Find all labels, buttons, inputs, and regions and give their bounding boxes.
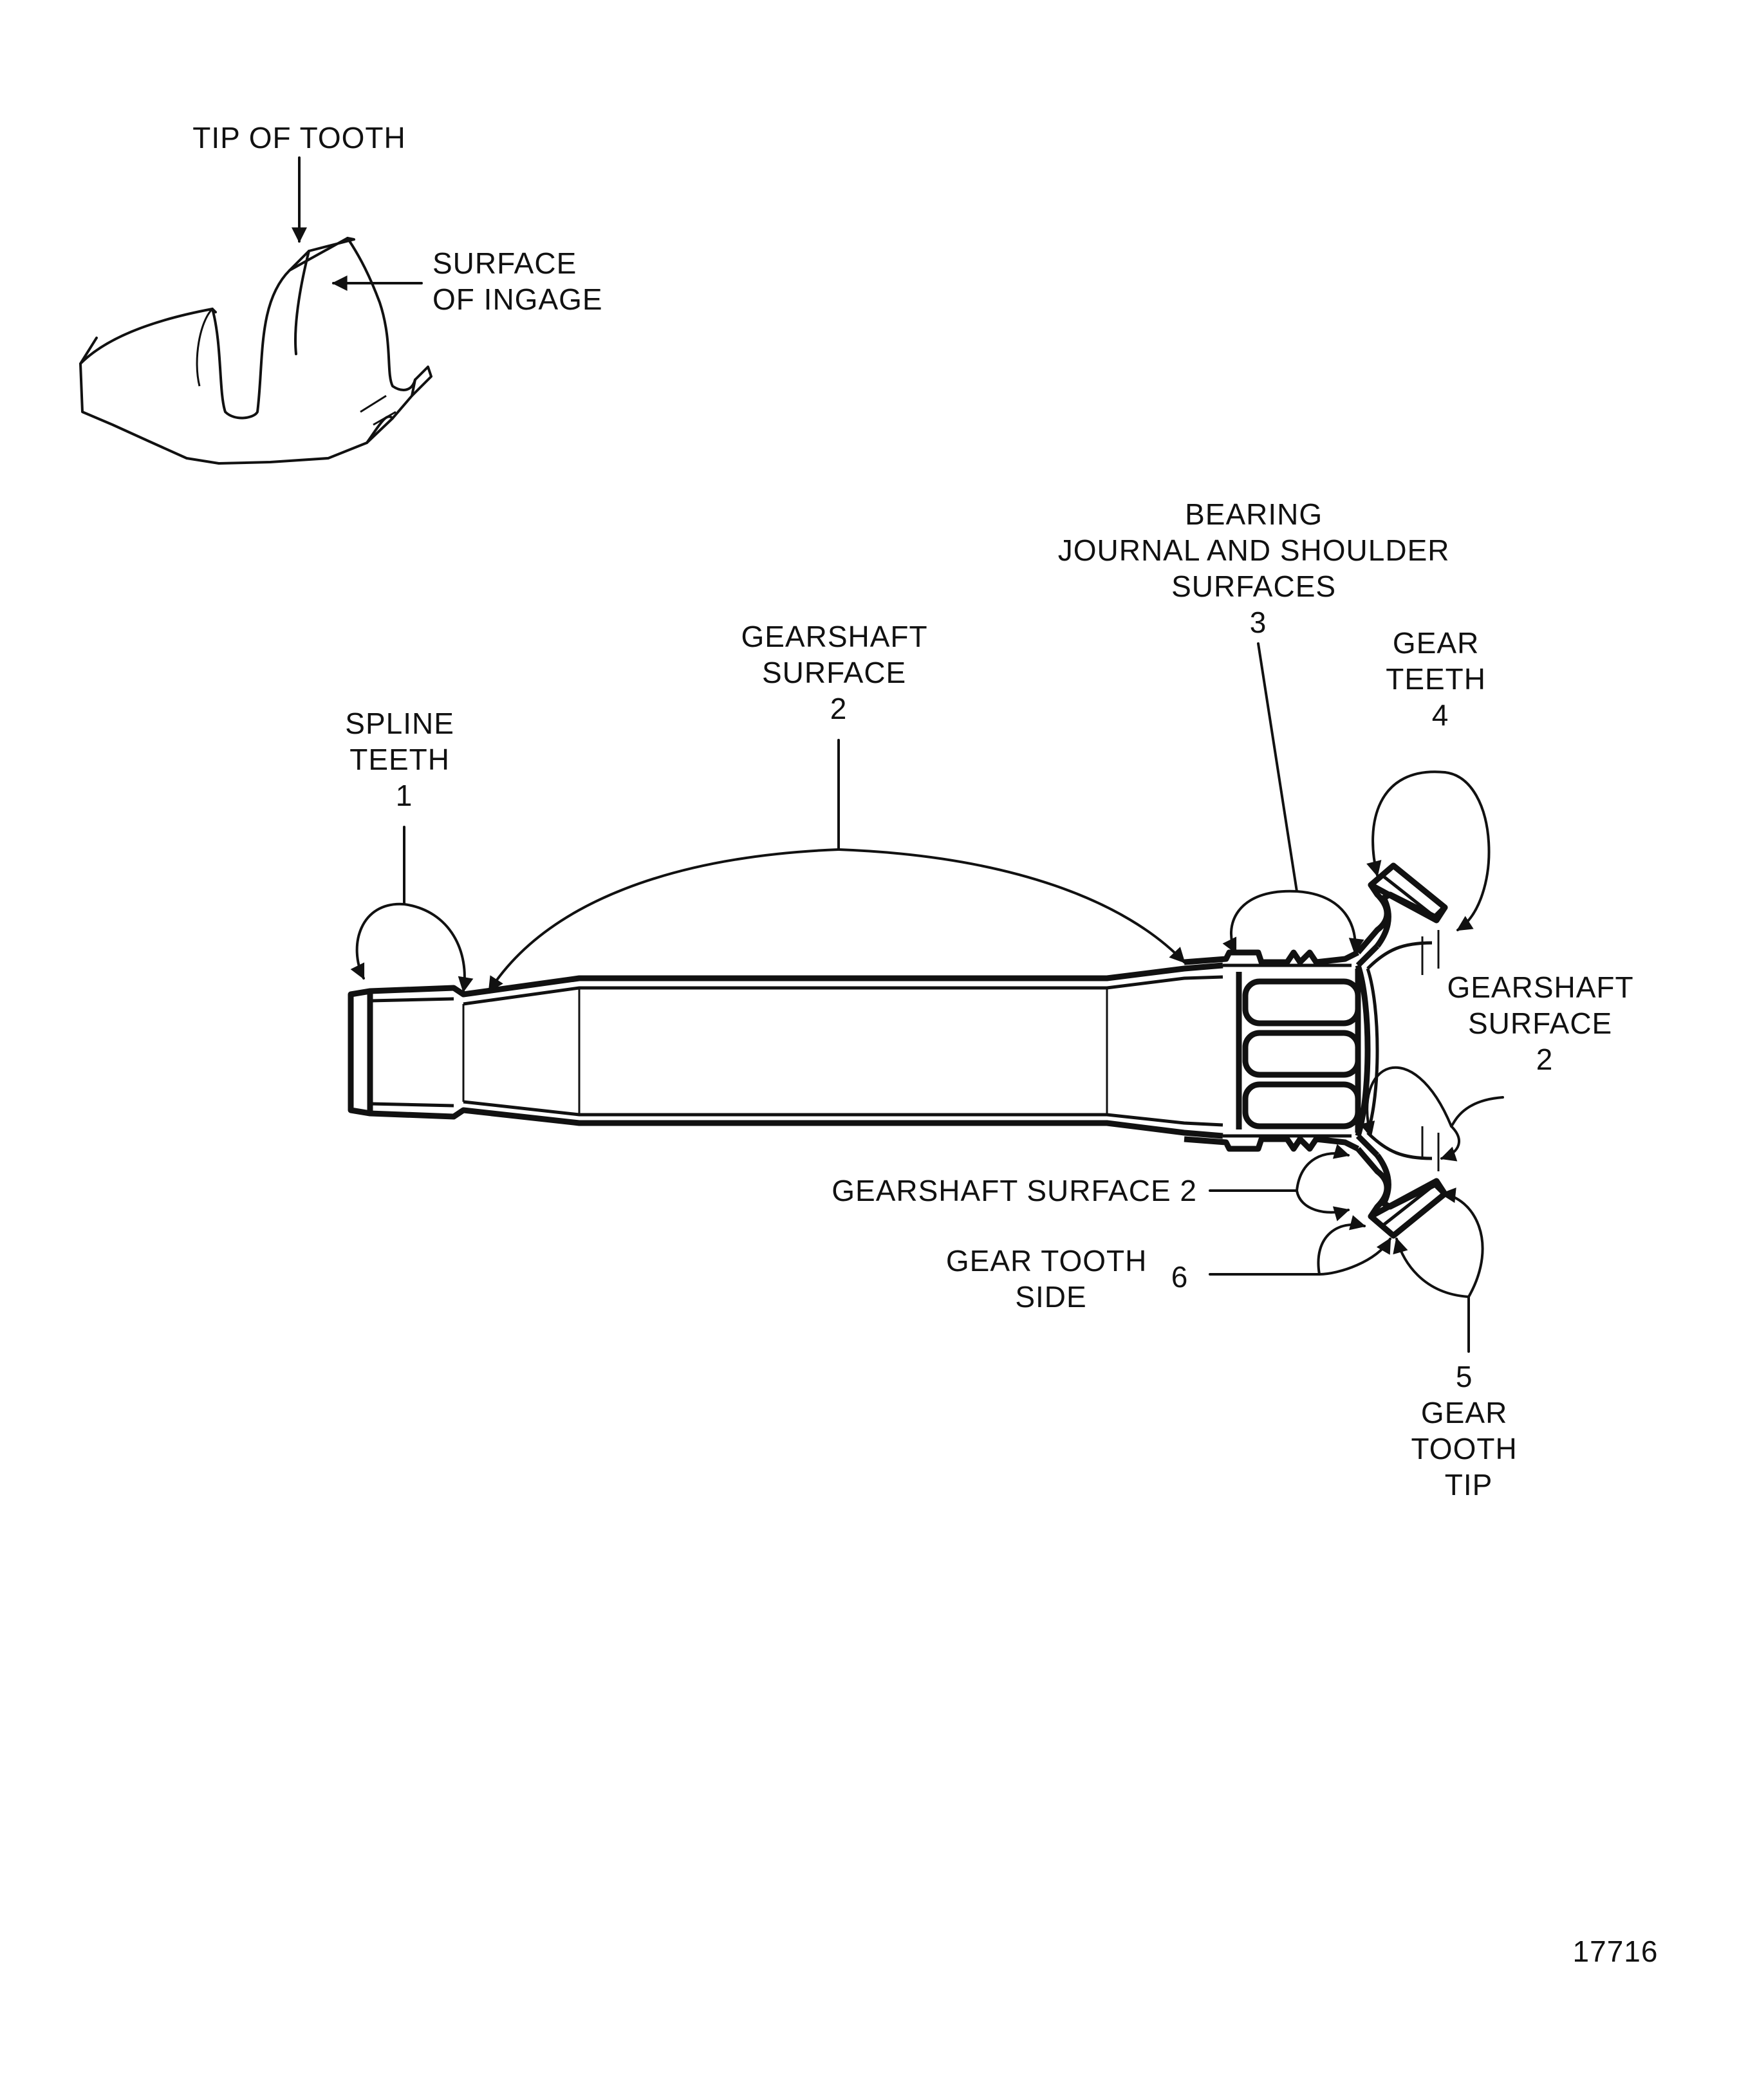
tip-of-tooth-label: TIP OF TOOTH (192, 121, 405, 154)
gear-tooth-side-number: 6 (1171, 1260, 1189, 1294)
gear-tooth-side-label: GEAR TOOTH SIDE (946, 1244, 1156, 1314)
surface-of-ingage-line-1: SURFACE (432, 246, 577, 280)
gearshaft-surface-right-label: GEARSHAFT SURFACE 2 (1447, 971, 1642, 1076)
figure-number: 17716 (1573, 1935, 1659, 1968)
surface-of-ingage-line-2: OF INGAGE (432, 283, 603, 316)
gear-teeth-label: GEAR TEETH 4 (1386, 626, 1495, 732)
bearing-journal-label: BEARING JOURNAL AND SHOULDER SURFACES 3 (1058, 497, 1459, 639)
spline-teeth-label: SPLINE TEETH 1 (345, 707, 463, 812)
callout-leaders (350, 642, 1504, 1353)
gear-tooth-tip-label: 5 GEAR TOOTH TIP (1411, 1360, 1527, 1501)
gearshaft-surface-lower-label: GEARSHAFT SURFACE 2 (832, 1174, 1197, 1207)
surface-of-ingage-label: SURFACE OF INGAGE (432, 246, 603, 316)
gearshaft-surface-top-label: GEARSHAFT SURFACE 2 (741, 620, 936, 725)
gearshaft-cross-section (348, 862, 1448, 1239)
gear-tooth-inset (79, 156, 432, 465)
